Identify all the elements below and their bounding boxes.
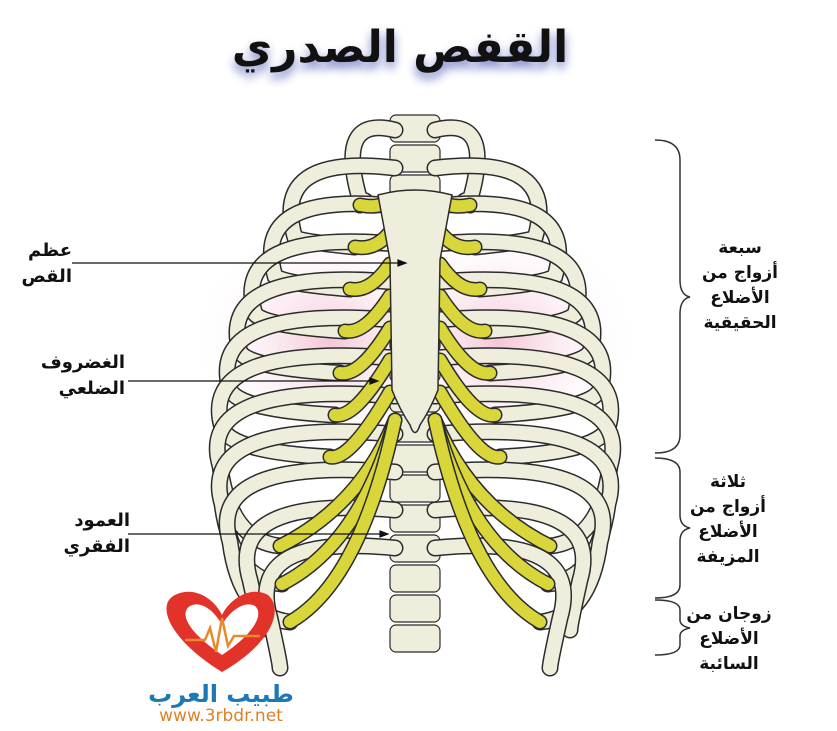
bracket-lines	[654, 139, 691, 656]
rib-bone	[212, 348, 402, 464]
label-line: سبعة	[718, 238, 762, 258]
label-line: الأضلاع	[710, 288, 770, 308]
label-line: زوجان من	[686, 604, 772, 624]
logo-url[interactable]: www.3rbdr.net	[159, 706, 283, 726]
label-line: السائبة	[699, 654, 759, 674]
page-title: القفص الصدري	[231, 22, 569, 73]
cartilage	[432, 288, 493, 339]
cartilage-fill	[329, 354, 396, 422]
vertebra	[389, 624, 441, 653]
label-false-ribs: ثلاثة أزواج من الأضلاع المزيفة	[688, 470, 768, 570]
label-line: القص	[21, 266, 72, 287]
label-floating-ribs: زوجان من الأضلاع السائبة	[684, 602, 774, 677]
logo-heart-icon	[166, 591, 275, 672]
cartilage	[332, 320, 398, 381]
cartilage	[342, 256, 398, 297]
cartilage-fill	[434, 322, 496, 380]
label-line: الحقيقية	[703, 313, 777, 333]
cartilage	[427, 412, 548, 630]
cartilage	[337, 288, 398, 339]
label-line: عظم	[28, 240, 72, 261]
costal-cartilage	[272, 192, 558, 630]
cartilage-fill	[434, 290, 491, 338]
vertebra	[389, 474, 441, 503]
label-line: المزيفة	[696, 547, 760, 567]
cartilage-fill	[334, 322, 396, 380]
rib	[426, 347, 620, 466]
rib	[210, 347, 404, 466]
label-line: العمود	[74, 510, 130, 531]
cartilage-fill	[434, 258, 486, 296]
label-line: أزواج من	[701, 263, 778, 283]
label-spine: العمود الفقري	[40, 508, 130, 560]
rib-bone	[428, 348, 618, 464]
pointer-lines	[72, 259, 408, 538]
cartilage-fill	[324, 386, 396, 464]
cartilage-fill	[429, 414, 546, 628]
label-true-ribs: سبعة أزواج من الأضلاع الحقيقية	[690, 236, 790, 336]
rib-bone	[259, 538, 402, 675]
label-line: الضلعي	[58, 378, 125, 399]
cartilage	[432, 352, 503, 423]
cartilage	[432, 320, 498, 381]
cartilage-fill	[339, 290, 396, 338]
sternum	[377, 189, 453, 434]
label-line: الغضروف	[40, 352, 125, 373]
label-line: الأضلاع	[698, 522, 758, 542]
logo-name: طبيب العرب	[148, 680, 294, 708]
label-line: ثلاثة	[710, 472, 746, 492]
rib	[426, 537, 573, 677]
cartilage-fill	[434, 386, 506, 464]
vertebra	[389, 594, 441, 623]
cartilage	[432, 256, 488, 297]
label-line: الفقري	[63, 536, 130, 557]
cartilage-fill	[344, 258, 396, 296]
rib	[257, 537, 404, 677]
rib-bone	[428, 538, 571, 675]
cartilage	[322, 384, 398, 465]
cartilage	[327, 352, 398, 423]
cartilage	[432, 384, 508, 465]
cartilage-fill	[434, 354, 501, 422]
cartilage	[282, 412, 403, 630]
cartilage-fill	[284, 414, 401, 628]
vertebra	[389, 564, 441, 593]
label-costal-cartilage: الغضروف الضلعي	[20, 350, 125, 402]
label-line: الأضلاع	[699, 629, 759, 649]
label-sternum: عظم القص	[10, 238, 72, 290]
label-line: أزواج من	[689, 497, 766, 517]
